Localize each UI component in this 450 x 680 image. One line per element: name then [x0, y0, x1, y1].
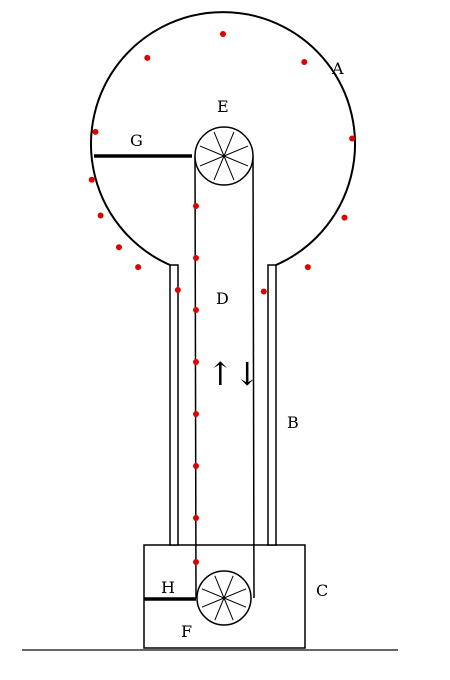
- charge-dot: [174, 287, 181, 294]
- column-wall-left: [169, 264, 179, 546]
- insulating-column-b: [169, 264, 277, 546]
- metal-dome-a: [90, 11, 356, 266]
- roller-spoke: [199, 145, 225, 157]
- charge-dot: [193, 559, 199, 565]
- label-f: F: [181, 622, 192, 641]
- lower-roller-spokes: [201, 575, 247, 621]
- charge-dot: [260, 288, 267, 295]
- charge-dot: [97, 212, 104, 219]
- column-wall-right: [267, 264, 277, 546]
- roller-spoke: [223, 131, 235, 157]
- roller-spoke: [223, 145, 249, 157]
- charge-dot: [220, 31, 226, 37]
- label-e: E: [217, 97, 229, 116]
- charge-dot: [92, 128, 99, 135]
- charge-dot: [341, 214, 348, 221]
- charge-dot: [349, 135, 356, 142]
- lower-roller-f: [196, 570, 252, 626]
- charge-dot: [144, 54, 151, 61]
- belt-direction-arrows: ↑↓: [207, 355, 261, 393]
- charge-dot: [193, 203, 199, 209]
- charge-dot: [301, 58, 308, 65]
- roller-spoke: [223, 597, 247, 608]
- charge-dot: [193, 307, 199, 313]
- upper-roller-e: [194, 126, 254, 186]
- upper-roller-spokes: [199, 131, 249, 181]
- charge-dot: [193, 255, 199, 261]
- charge-dot: [193, 515, 199, 521]
- label-b: B: [287, 413, 299, 432]
- roller-spoke: [223, 575, 234, 599]
- roller-spoke: [199, 155, 225, 167]
- roller-spoke: [213, 131, 225, 157]
- belt-charges: [193, 203, 199, 565]
- label-d: D: [216, 289, 229, 308]
- charge-dot: [193, 411, 199, 417]
- belt-d: [194, 155, 255, 599]
- dome-charges: [88, 31, 356, 295]
- label-g: G: [130, 131, 143, 150]
- roller-spoke: [223, 155, 235, 181]
- charge-dot: [115, 244, 122, 251]
- roller-spoke: [223, 155, 249, 167]
- label-c: C: [316, 581, 328, 600]
- charge-dot: [135, 264, 142, 271]
- charge-dot: [88, 176, 95, 183]
- label-h: H: [161, 578, 175, 597]
- roller-spoke: [214, 597, 225, 621]
- belt-left-side: [194, 155, 197, 599]
- roller-spoke: [201, 588, 225, 599]
- roller-spoke: [223, 597, 234, 621]
- belt-right-side: [252, 155, 255, 599]
- charge-dot: [193, 359, 199, 365]
- roller-spoke: [213, 155, 225, 181]
- label-a: A: [331, 59, 344, 78]
- roller-spoke: [223, 588, 247, 599]
- roller-spoke: [201, 597, 225, 608]
- charge-dot: [304, 264, 311, 271]
- charge-dot: [193, 463, 199, 469]
- roller-spoke: [214, 575, 225, 599]
